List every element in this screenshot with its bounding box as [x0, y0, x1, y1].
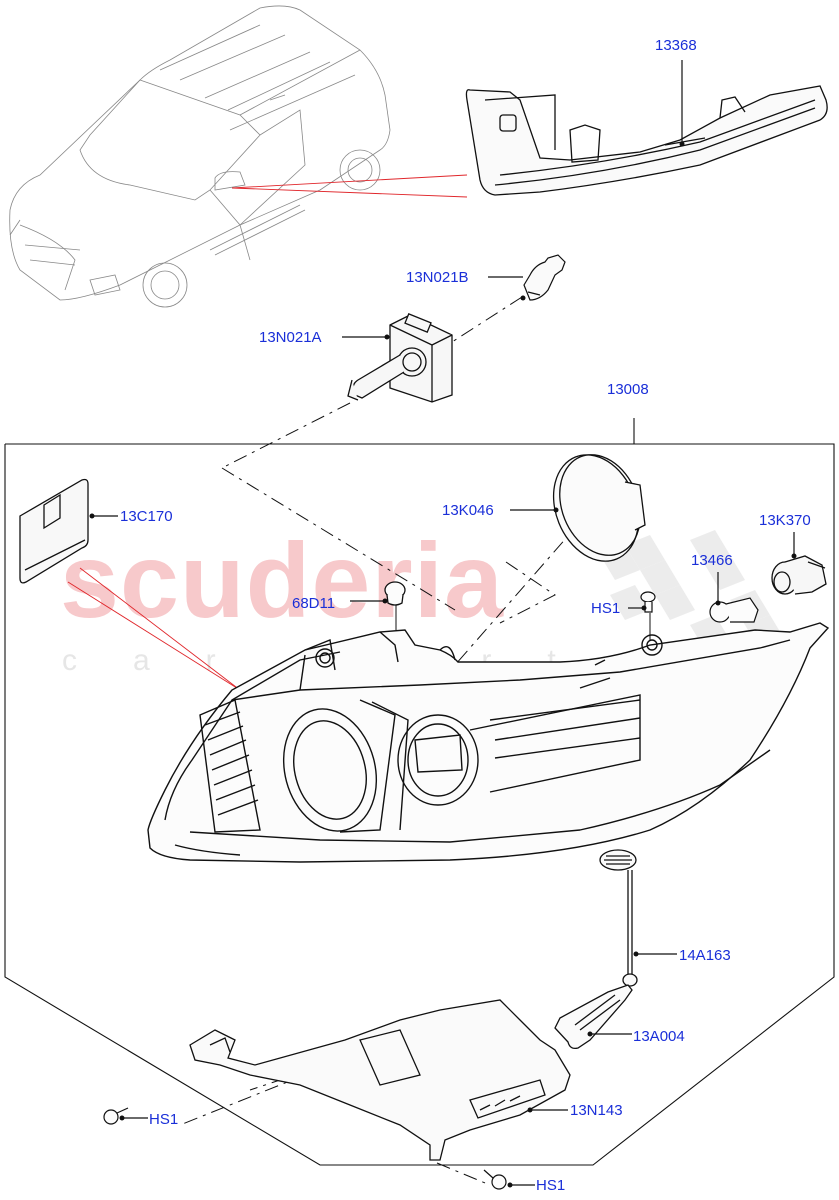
part-label-13368[interactable]: 13368	[655, 37, 697, 54]
part-label-13N143[interactable]: 13N143	[570, 1102, 623, 1119]
part-label-13N021A[interactable]: 13N021A	[259, 329, 322, 346]
bulb-holder-13K370	[771, 555, 827, 595]
red-leader-lines-mirror	[231, 174, 468, 198]
bulb-13466	[709, 597, 759, 623]
bulb-with-igniter-13N021A	[347, 313, 453, 403]
headlamp-cover-13K046	[552, 454, 646, 562]
bracket-13N143	[189, 999, 571, 1161]
part-label-HS1-bottom-left[interactable]: HS1	[149, 1111, 179, 1128]
part-label-13K046[interactable]: 13K046	[442, 502, 494, 519]
bulb-13N021B	[523, 254, 566, 301]
part-label-HS1-bottom-right[interactable]: HS1	[536, 1177, 566, 1194]
wiring-14A163	[599, 849, 638, 987]
red-leader-lines-module	[67, 567, 241, 691]
screw-HS1-bottom-right	[483, 1169, 507, 1190]
screw-HS1-bottom-left	[103, 1107, 129, 1125]
headlamp-assembly-13008	[147, 622, 830, 863]
part-label-HS1-top[interactable]: HS1	[591, 600, 621, 617]
cap-68D11	[384, 581, 406, 606]
part-label-13A004[interactable]: 13A004	[633, 1028, 685, 1045]
screw-HS1-top	[640, 591, 656, 613]
side-repeater-lamp-13368	[465, 85, 828, 196]
assembly-centerlines	[179, 296, 583, 1186]
part-label-14A163[interactable]: 14A163	[679, 947, 731, 964]
part-label-13466[interactable]: 13466	[691, 552, 733, 569]
assembly-boundary-frame	[4, 418, 835, 1166]
bracket-13A004	[554, 984, 633, 1050]
watermark-brand: scuderia	[60, 522, 505, 640]
control-module-13C170	[19, 478, 89, 584]
vehicle-locator-illustration	[9, 5, 391, 308]
part-label-13K370[interactable]: 13K370	[759, 512, 811, 529]
part-label-13008[interactable]: 13008	[607, 381, 649, 398]
part-label-13N021B[interactable]: 13N021B	[406, 269, 469, 286]
part-label-68D11[interactable]: 68D11	[292, 595, 336, 612]
part-label-13C170[interactable]: 13C170	[120, 508, 173, 525]
